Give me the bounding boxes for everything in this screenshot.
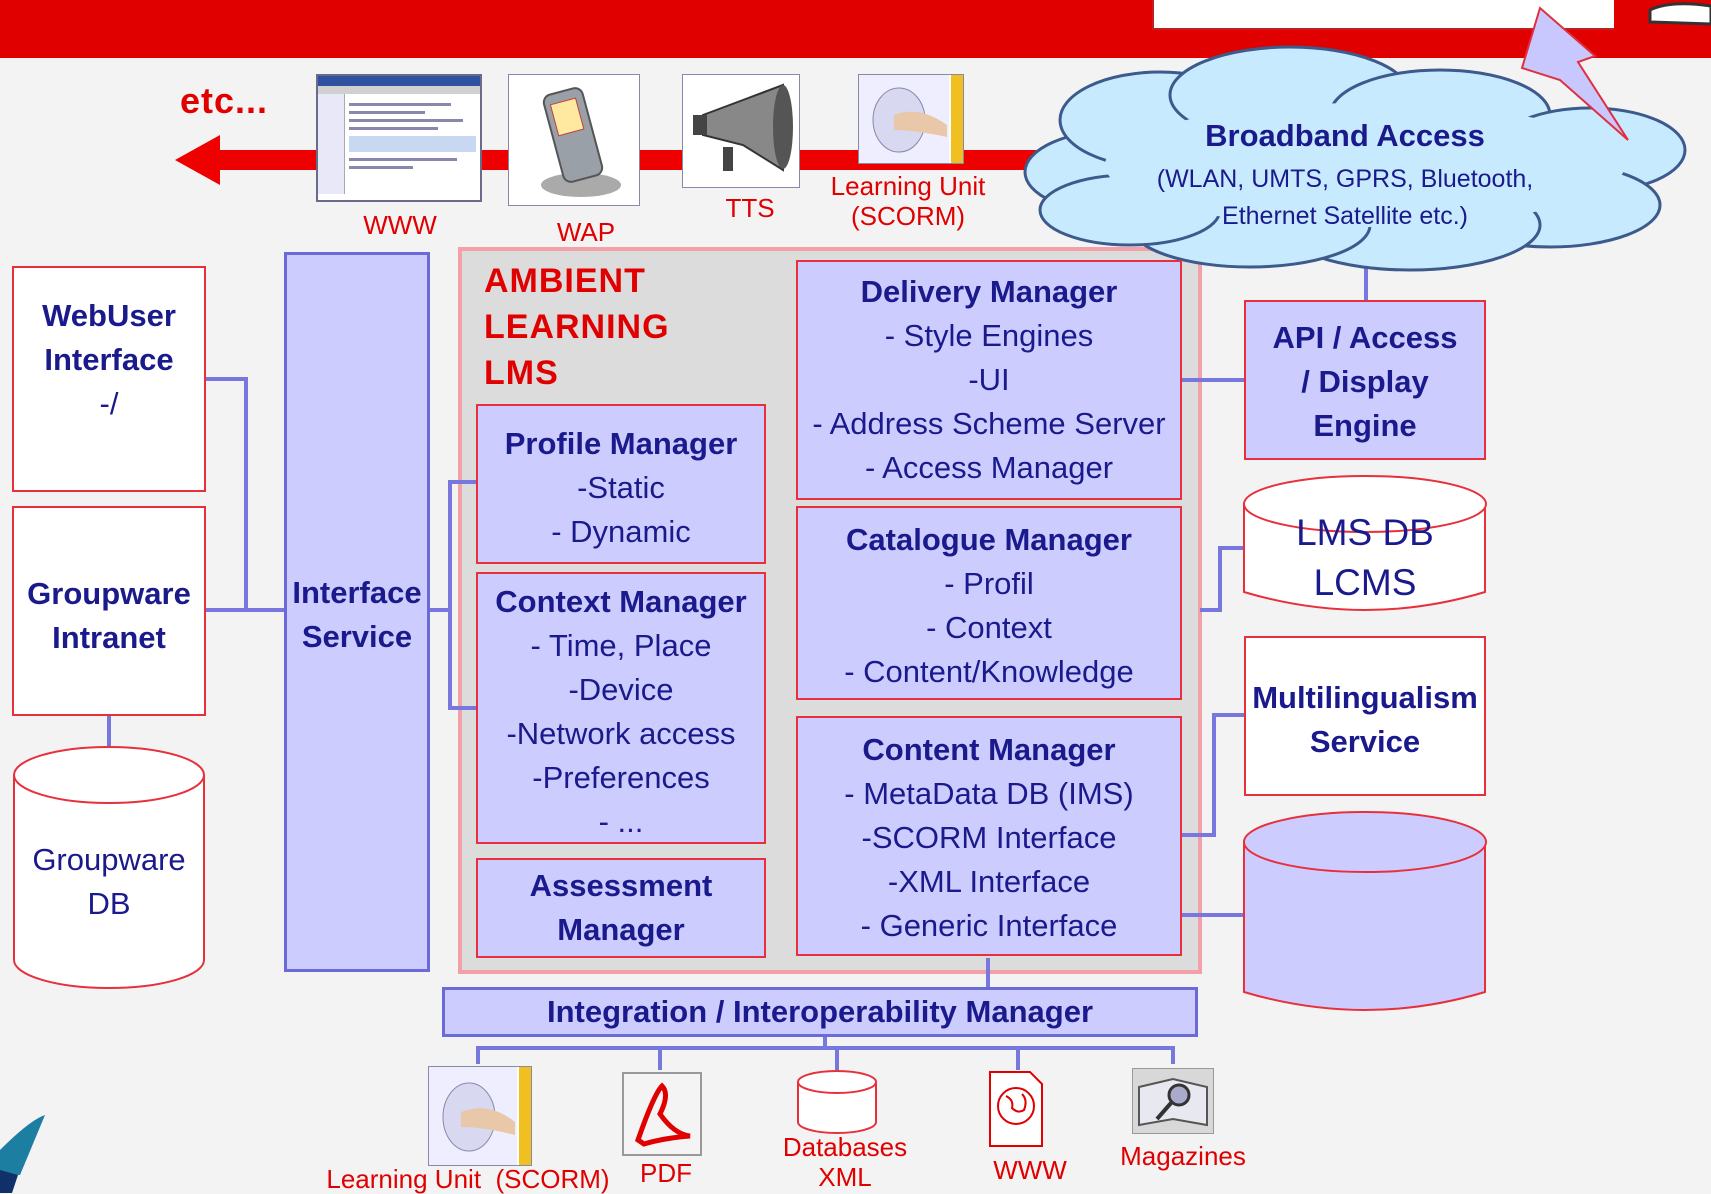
lms-title-line3: LMS [484, 354, 559, 392]
browser-screenshot-icon [316, 74, 482, 202]
profile-manager-item: - Dynamic [551, 514, 691, 549]
delivery-manager-item: -UI [968, 362, 1010, 397]
assessment-manager-line1: Assessment [529, 868, 713, 903]
broadband-title: Broadband Access [1205, 118, 1485, 153]
groupware-title2: Intranet [52, 620, 166, 655]
lms-db-label: LMS DB LCMS [1244, 508, 1486, 608]
lightning-bolt [1520, 6, 1629, 141]
lms-db-line1: LMS DB [1296, 512, 1434, 553]
context-manager-item: -Device [568, 672, 674, 707]
content-manager-item: - MetaData DB (IMS) [844, 776, 1134, 811]
groupware-title1: Groupware [27, 576, 191, 611]
content-manager-item: -XML Interface [887, 864, 1091, 899]
bottom-pdf-label: PDF [640, 1158, 692, 1188]
pdf-icon [622, 1072, 702, 1156]
bottom-www-label: WWW [993, 1155, 1067, 1185]
api-line3: Engine [1313, 408, 1417, 443]
content-manager-item: - Generic Interface [860, 908, 1118, 943]
wap-label: WAP [556, 217, 616, 247]
webuser-title1: WebUser [42, 298, 176, 333]
groupware-db-cylinder [13, 746, 205, 989]
content-manager-box: Content Manager - MetaData DB (IMS) -SCO… [796, 716, 1182, 956]
catalogue-manager-item: - Profil [944, 566, 1034, 601]
api-display-engine-box: API / Access / Display Engine [1244, 300, 1486, 460]
groupware-intranet-box: Groupware Intranet [12, 506, 206, 716]
groupware-db-line2: DB [87, 886, 131, 921]
magazine-icon [1132, 1068, 1214, 1134]
bottom-magazines-label: Magazines [1120, 1141, 1246, 1171]
api-line2: / Display [1301, 364, 1429, 399]
assessment-manager-line2: Manager [557, 912, 685, 947]
content-manager-title: Content Manager [862, 732, 1116, 767]
integration-manager-bar: Integration / Interoperability Manager [442, 987, 1198, 1037]
multilingual-line1: Multilingualism [1252, 680, 1478, 715]
etc-label: etc... [180, 80, 269, 121]
delivery-manager-box: Delivery Manager - Style Engines -UI - A… [796, 260, 1182, 500]
mobile-phone-icon [508, 74, 640, 206]
loudspeaker-icon [682, 74, 800, 188]
webuser-sub: -/ [99, 386, 119, 421]
webuser-title2: Interface [44, 342, 174, 377]
catalogue-manager-item: - Context [926, 610, 1052, 645]
broadband-line1: (WLAN, UMTS, GPRS, Bluetooth, [1156, 165, 1534, 193]
database-icon [796, 1070, 878, 1134]
broadband-line2: Ethernet Satellite etc.) [1222, 202, 1468, 230]
profile-manager-box: Profile Manager -Static - Dynamic [476, 404, 766, 564]
context-manager-item: -Preferences [532, 760, 710, 795]
context-manager-box: Context Manager - Time, Place -Device -N… [476, 572, 766, 844]
catalogue-manager-item: - Content/Knowledge [844, 654, 1134, 689]
learning-unit-icon [858, 74, 964, 164]
delivery-manager-item: - Address Scheme Server [812, 406, 1166, 441]
lms-db-line2: LCMS [1313, 562, 1417, 603]
multilingualism-service-box: Multilingualism Service [1244, 636, 1486, 796]
profile-manager-title: Profile Manager [504, 426, 738, 461]
groupware-db-line1: Groupware [32, 842, 186, 877]
delivery-manager-item: - Style Engines [884, 318, 1094, 353]
globe-document-icon [988, 1070, 1044, 1148]
interface-service-box: Interface Service [284, 252, 430, 972]
webuser-interface-box: WebUser Interface -/ [12, 266, 206, 492]
tts-label: TTS [725, 193, 775, 223]
content-manager-item: -SCORM Interface [861, 820, 1117, 855]
delivery-manager-item: - Access Manager [864, 450, 1114, 485]
interface-service-line1: Interface [292, 575, 422, 610]
interface-service-line2: Service [301, 619, 413, 654]
context-manager-item: -Network access [506, 716, 736, 751]
catalogue-manager-title: Catalogue Manager [846, 522, 1132, 557]
bottom-databases-label: Databases XML [782, 1132, 908, 1192]
lms-title-line2: LEARNING [484, 308, 670, 346]
content-db-cylinder [1243, 811, 1487, 1011]
context-manager-item: - ... [598, 804, 644, 839]
learning-unit-label: Learning Unit (SCORM) [830, 171, 986, 231]
api-line1: API / Access [1272, 320, 1458, 355]
learning-unit-icon [428, 1066, 532, 1166]
integration-label: Integration / Interoperability Manager [546, 994, 1094, 1029]
www-label: WWW [363, 210, 437, 240]
groupware-db-label: Groupware DB [14, 838, 204, 926]
delivery-manager-title: Delivery Manager [860, 274, 1118, 309]
multilingual-line2: Service [1309, 724, 1421, 759]
bottom-learning-unit-label: Learning Unit (SCORM) [326, 1164, 610, 1194]
context-manager-title: Context Manager [495, 584, 747, 619]
lms-title: AMBIENT LEARNING LMS [484, 258, 670, 396]
lms-title-line1: AMBIENT [484, 262, 646, 300]
assessment-manager-box: Assessment Manager [476, 858, 766, 958]
catalogue-manager-box: Catalogue Manager - Profil - Context - C… [796, 506, 1182, 700]
context-manager-item: - Time, Place [530, 628, 712, 663]
profile-manager-item: -Static [577, 470, 665, 505]
